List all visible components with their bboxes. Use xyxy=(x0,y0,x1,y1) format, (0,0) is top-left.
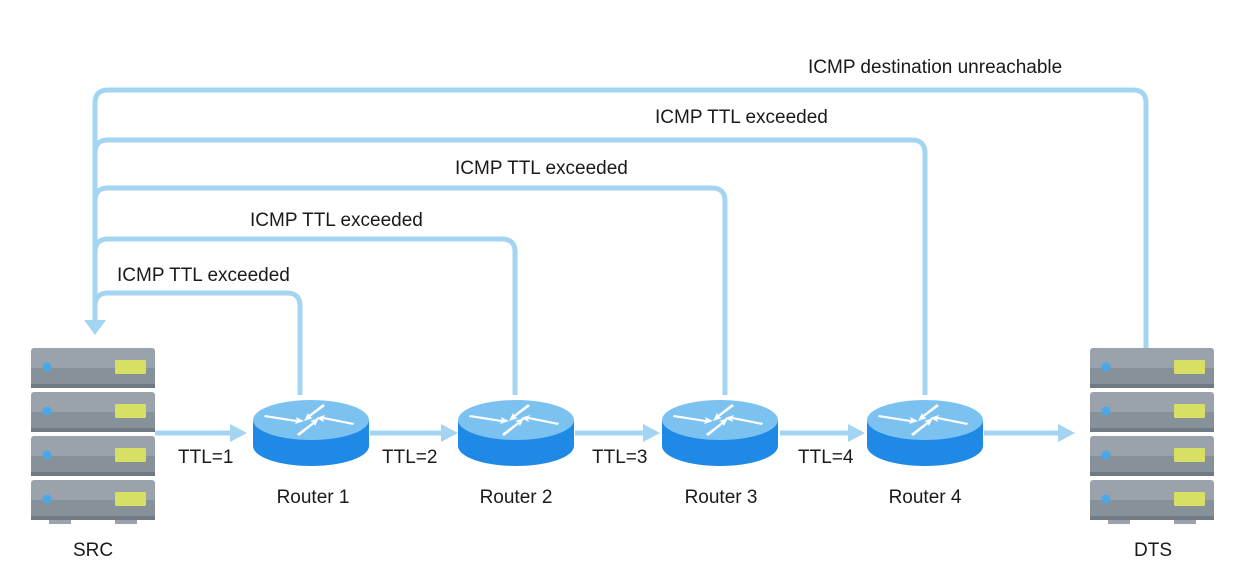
ttl-label-2: TTL=2 xyxy=(382,447,437,468)
destination-label: DTS xyxy=(1134,540,1172,561)
return-label-router2: ICMP TTL exceeded xyxy=(250,210,423,231)
forward-link-3 xyxy=(575,424,660,442)
router-2-label: Router 2 xyxy=(480,487,553,508)
return-label-router3: ICMP TTL exceeded xyxy=(455,158,628,179)
return-label-router4: ICMP TTL exceeded xyxy=(655,107,828,128)
router-4-label: Router 4 xyxy=(889,487,962,508)
forward-link-1 xyxy=(155,424,247,442)
forward-link-2 xyxy=(370,424,458,442)
forward-links xyxy=(155,424,1075,442)
return-label-destination: ICMP destination unreachable xyxy=(808,57,1062,78)
return-paths xyxy=(84,87,1149,395)
router-2-icon xyxy=(458,400,574,466)
destination-server-icon xyxy=(1090,348,1214,524)
return-label-router1: ICMP TTL exceeded xyxy=(117,265,290,286)
return-path-router2 xyxy=(92,236,518,395)
router-3-icon xyxy=(662,400,778,466)
ttl-label-4: TTL=4 xyxy=(798,447,854,468)
router-4-icon xyxy=(867,400,983,466)
router-1-icon xyxy=(253,400,369,466)
ttl-label-1: TTL=1 xyxy=(178,447,233,468)
source-server-icon xyxy=(31,348,155,524)
router-3-label: Router 3 xyxy=(685,487,758,508)
ttl-label-3: TTL=3 xyxy=(592,447,647,468)
return-path-destination xyxy=(92,87,1149,350)
forward-link-4 xyxy=(780,424,865,442)
return-arrowhead xyxy=(84,320,106,335)
source-label: SRC xyxy=(73,540,113,561)
forward-link-5 xyxy=(984,424,1075,442)
router-1-label: Router 1 xyxy=(277,487,350,508)
